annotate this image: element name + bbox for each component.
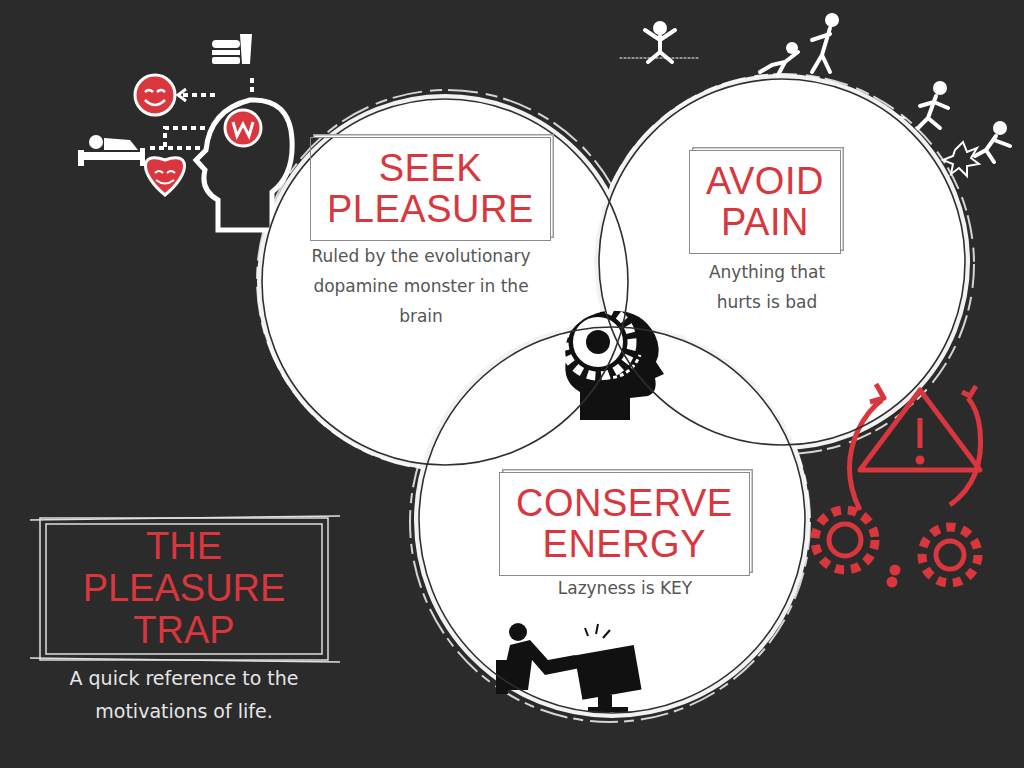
circle-fills — [259, 76, 968, 716]
title-frame — [30, 516, 340, 662]
circle-description: Anything that hurts is bad — [692, 258, 842, 318]
circle-heading: AVOID PAIN — [689, 150, 841, 254]
circle-heading: SEEK PLEASURE — [310, 137, 551, 241]
gear-head-icon — [564, 308, 664, 420]
lazy-figure — [496, 623, 642, 712]
circle-description: Lazyness is KEY — [505, 574, 745, 604]
warning-gears-icon — [815, 384, 981, 585]
rough-edges — [257, 74, 974, 722]
circle-outline-stroke — [262, 99, 628, 465]
venn-circle: AVOID PAINAnything that hurts is bad — [596, 76, 968, 448]
venn-circle: CONSERVE ENERGYLazyness is KEY — [416, 324, 808, 716]
brain-rewards-icon — [78, 34, 292, 230]
circle-outline-stroke — [419, 327, 805, 713]
diagram-caption: A quick reference to the motivations of … — [44, 662, 324, 729]
venn-circle: SEEK PLEASURERuled by the evolutionary d… — [259, 96, 631, 468]
circle-heading: CONSERVE ENERGY — [499, 472, 750, 576]
circle-description: Ruled by the evolutionary dopamine monst… — [301, 242, 541, 331]
pain-figures — [620, 13, 1010, 176]
diagram-title: THE PLEASURE TRAP — [59, 526, 309, 651]
circle-outline-stroke — [599, 79, 965, 445]
